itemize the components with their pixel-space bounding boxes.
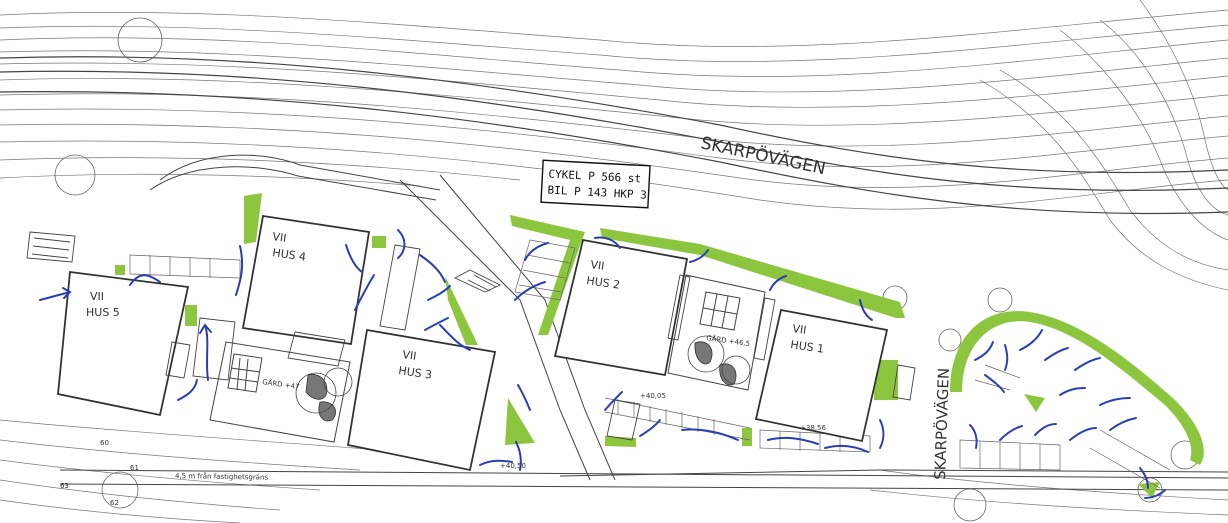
hus1-name: HUS 1 <box>790 338 825 356</box>
hus4-storeys: VII <box>272 230 288 245</box>
green-ring-parking <box>950 311 1204 465</box>
contour-label-3: 61 <box>130 464 139 472</box>
buildings <box>57 214 889 472</box>
parking-box-line1: CYKEL P 566 st <box>548 168 641 186</box>
tree-9 <box>938 328 962 352</box>
hus5-storeys: VII <box>90 290 104 303</box>
structure-entrance <box>26 231 76 263</box>
trees <box>54 17 1200 522</box>
crosswalk <box>453 269 502 293</box>
hus1-storeys: VII <box>792 322 808 337</box>
courtyard-rings <box>295 335 751 414</box>
green-patch-bottom1 <box>605 436 636 447</box>
tree-2 <box>54 154 96 196</box>
contour-label-4: 62 <box>110 499 119 507</box>
contour-label-1: 60 <box>100 439 109 447</box>
building-hus1 <box>754 308 889 443</box>
green-patch-hus1 <box>874 360 898 400</box>
contour-label-2: 63 <box>60 482 69 490</box>
green-patch-hus5c <box>185 305 197 326</box>
elevation-3: +38,56 <box>800 424 826 432</box>
property-note: 4,5 m från fastighetsgräns <box>175 471 269 482</box>
runoff-arrows <box>39 229 1166 499</box>
hus5-name: HUS 5 <box>86 306 120 319</box>
green-strip-hus2-top <box>600 228 905 318</box>
courtyard-left <box>209 341 351 443</box>
building-hus3 <box>346 328 497 472</box>
road-name-skarpovagen-vertical: SKARPÖVÄGEN <box>930 368 953 481</box>
elevation-1: +40,50 <box>500 462 526 470</box>
hus3-storeys: VII <box>402 348 418 363</box>
green-island-2 <box>1138 482 1160 498</box>
green-triangle-bottom <box>505 398 535 445</box>
road-name-skarpovagen: SKARPÖVÄGEN <box>699 131 828 179</box>
green-strip-hus2-left <box>510 215 585 335</box>
elevation-2: +40,05 <box>640 392 666 400</box>
road-skarpovagen-top <box>0 56 1228 215</box>
building-hus5 <box>57 270 190 417</box>
tree-3 <box>101 471 139 509</box>
green-areas <box>70 193 1204 498</box>
green-patch-bottom2 <box>742 428 752 446</box>
green-island-1 <box>1024 394 1045 412</box>
green-patch-small <box>372 236 386 248</box>
building-hus2 <box>553 238 689 377</box>
hus4-name: HUS 4 <box>272 246 307 264</box>
tree-1 <box>117 17 163 63</box>
courtyards <box>209 274 766 443</box>
parking-box-line2: BIL P 143 HKP 3 <box>547 184 647 202</box>
courtyard-label-right: GÅRD +46,5 <box>706 333 751 348</box>
courtyard-features <box>305 341 737 422</box>
green-patch-hus5b <box>115 265 125 275</box>
hus3-name: HUS 3 <box>398 364 433 382</box>
tree-4 <box>953 488 987 522</box>
hus2-name: HUS 2 <box>586 274 621 292</box>
hus2-storeys: VII <box>590 258 606 273</box>
parking-info-box: CYKEL P 566 st BIL P 143 HKP 3 <box>540 159 651 209</box>
tree-8 <box>1137 477 1163 503</box>
courtyard-label-left: GÅRD +47 <box>262 377 300 391</box>
tree-6 <box>987 287 1013 313</box>
road-bottom <box>59 469 1228 491</box>
green-triangle-hus3 <box>445 276 478 345</box>
small-structures <box>26 231 916 441</box>
courtyard-right <box>667 274 766 391</box>
building-hus4 <box>241 214 371 346</box>
green-patch-hus4 <box>244 193 262 244</box>
